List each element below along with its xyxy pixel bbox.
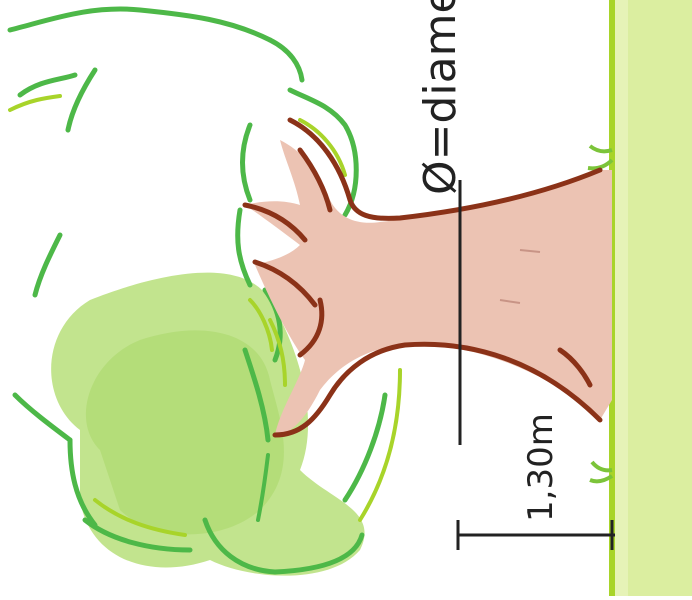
grass-tuft-bottom: [590, 462, 612, 481]
diameter-label: Ø=diame: [415, 0, 466, 195]
height-label: 1,30m: [521, 413, 561, 522]
grass-tuft-top: [588, 146, 612, 168]
